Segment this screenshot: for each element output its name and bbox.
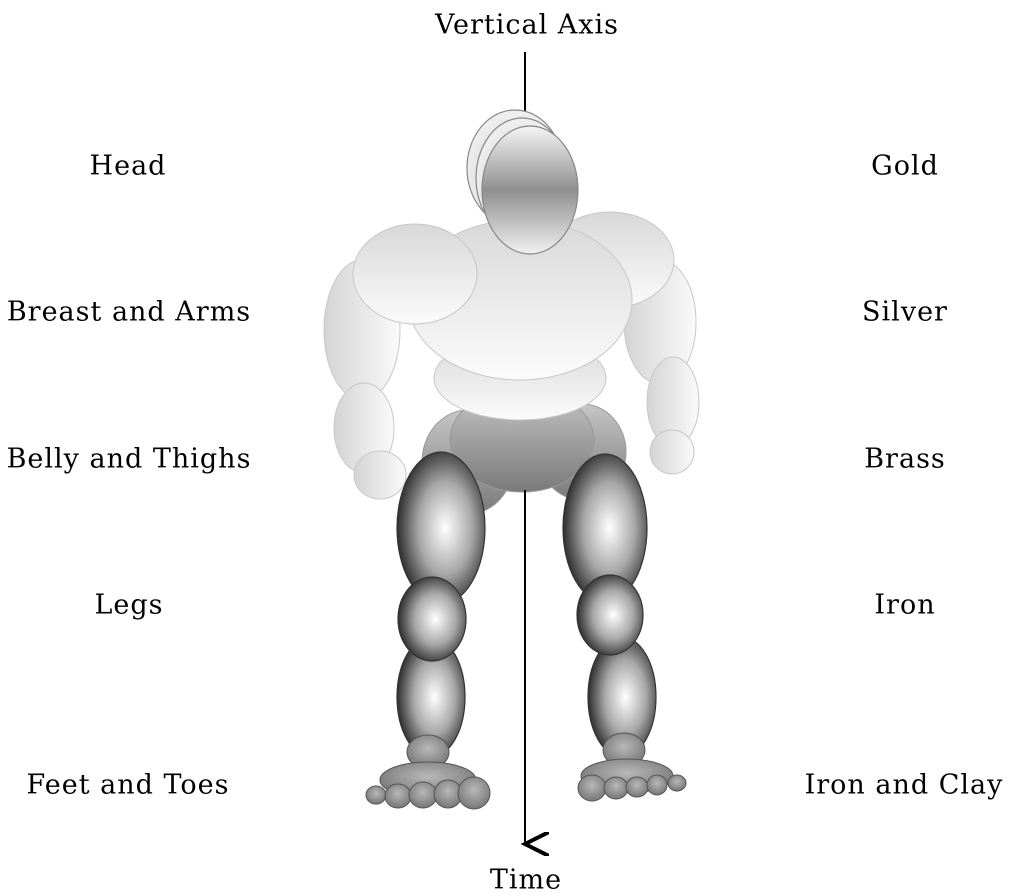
metal-label-gold: Gold bbox=[871, 151, 939, 182]
part-label-breast-arms: Breast and Arms bbox=[7, 297, 251, 328]
part-label-belly-thighs: Belly and Thighs bbox=[7, 444, 252, 475]
metal-label-iron: Iron bbox=[874, 590, 935, 621]
part-label-head: Head bbox=[90, 151, 167, 182]
part-label-feet-toes: Feet and Toes bbox=[26, 770, 229, 801]
iron-legs bbox=[397, 452, 656, 757]
metal-label-brass: Brass bbox=[864, 444, 946, 475]
metal-label-silver: Silver bbox=[862, 297, 948, 328]
part-label-legs: Legs bbox=[94, 590, 163, 621]
metal-label-iron-clay: Iron and Clay bbox=[805, 770, 1004, 801]
vertical-axis-label: Vertical Axis bbox=[435, 10, 619, 41]
time-label: Time bbox=[490, 865, 562, 896]
